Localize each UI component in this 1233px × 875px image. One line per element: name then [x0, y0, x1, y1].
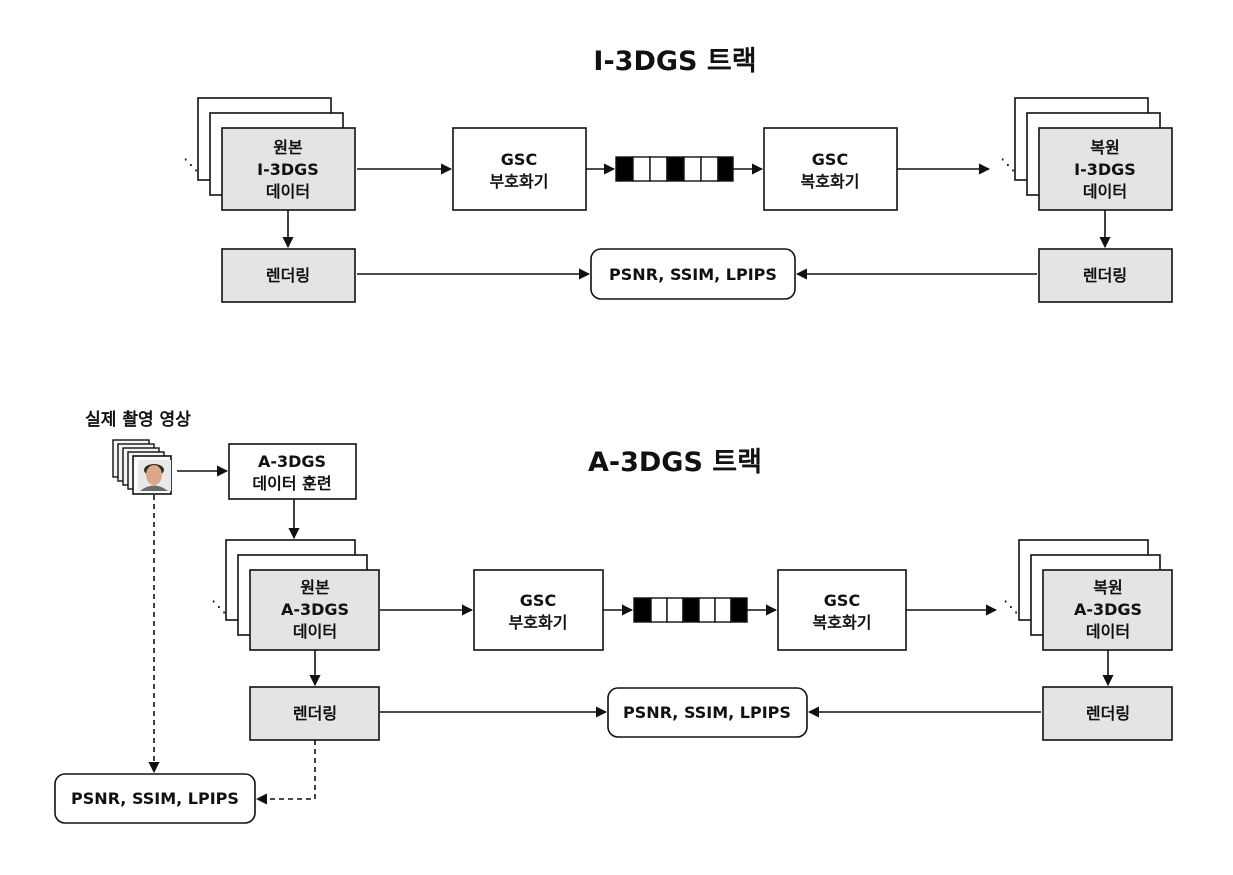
- track-i-arrows: [282, 163, 1111, 280]
- track-i-original-line1: 원본: [273, 138, 303, 157]
- track-i-render-right: 렌더링: [1038, 248, 1173, 303]
- track-i-restored-stack: ⋱ 복원 I-3DGS 데이터: [1000, 97, 1173, 211]
- track-a-metrics-label: PSNR, SSIM, LPIPS: [623, 703, 791, 722]
- track-i-render-left: 렌더링: [221, 248, 356, 303]
- track-a-render-left: 렌더링: [249, 686, 380, 741]
- track-i-render-left-label: 렌더링: [266, 266, 310, 285]
- track-i-encoder-line2: 부호화기: [490, 172, 549, 191]
- track-a-metrics-real: PSNR, SSIM, LPIPS: [54, 773, 256, 824]
- track-a-original-line3: 데이터: [293, 622, 337, 641]
- track-a-training-line1: A-3DGS: [258, 452, 326, 471]
- track-a-training-line2: 데이터 훈련: [252, 474, 331, 493]
- track-a-original-stack: ⋱ 원본 A-3DGS 데이터: [211, 539, 380, 651]
- track-a-arrows: [148, 465, 1114, 805]
- track-a-training: A-3DGS 데이터 훈련: [228, 443, 357, 500]
- track-a-restored-line2: A-3DGS: [1074, 600, 1142, 619]
- ellipsis-icon: ⋱: [211, 597, 227, 616]
- bitstream-icon: [615, 156, 734, 182]
- track-i-decoder-line2: 복호화기: [801, 172, 860, 191]
- track-i-metrics: PSNR, SSIM, LPIPS: [590, 248, 796, 300]
- track-i-restored-line3: 데이터: [1083, 182, 1127, 201]
- track-i-restored-line2: I-3DGS: [1074, 160, 1136, 179]
- track-a-original-line1: 원본: [300, 578, 330, 597]
- track-a-decoder-line2: 복호화기: [813, 613, 872, 632]
- track-a-metrics: PSNR, SSIM, LPIPS: [607, 687, 808, 738]
- track-i-decoder-line1: GSC: [812, 150, 848, 169]
- video-frames-icon: [112, 439, 172, 495]
- track-i-encoder-line1: GSC: [501, 150, 537, 169]
- track-i-restored-line1: 복원: [1090, 138, 1119, 157]
- track-a-encoder: GSC 부호화기: [473, 569, 604, 651]
- track-a-title: A-3DGS 트랙: [588, 447, 762, 478]
- real-video-caption: 실제 촬영 영상: [85, 410, 191, 430]
- ellipsis-icon: ⋱: [183, 155, 199, 174]
- track-i-encoder: GSC 부호화기: [452, 127, 587, 211]
- track-i-render-right-label: 렌더링: [1083, 266, 1127, 285]
- track-a-metrics-real-label: PSNR, SSIM, LPIPS: [71, 789, 239, 808]
- track-a-restored-line3: 데이터: [1086, 622, 1130, 641]
- track-a-original-line2: A-3DGS: [281, 600, 349, 619]
- ellipsis-icon: ⋱: [1003, 597, 1019, 616]
- track-a-render-left-label: 렌더링: [293, 704, 337, 723]
- track-i-metrics-label: PSNR, SSIM, LPIPS: [609, 265, 777, 284]
- track-i-original-stack: ⋱ 원본 I-3DGS 데이터: [183, 97, 356, 211]
- track-i-original-line3: 데이터: [266, 182, 310, 201]
- bitstream-icon: [633, 597, 748, 623]
- track-a-encoder-line2: 부호화기: [509, 613, 568, 632]
- track-a-render-right-label: 렌더링: [1086, 704, 1130, 723]
- track-i-original-line2: I-3DGS: [257, 160, 319, 179]
- track-a-restored-line1: 복원: [1093, 578, 1122, 597]
- track-i-decoder: GSC 복호화기: [763, 127, 898, 211]
- track-i-title: I-3DGS 트랙: [593, 46, 756, 77]
- track-a-encoder-line1: GSC: [520, 591, 556, 610]
- track-a-render-right: 렌더링: [1042, 686, 1173, 741]
- track-a-decoder: GSC 복호화기: [777, 569, 907, 651]
- ellipsis-icon: ⋱: [1000, 155, 1016, 174]
- track-a-restored-stack: ⋱ 복원 A-3DGS 데이터: [1003, 539, 1173, 651]
- track-a-decoder-line1: GSC: [824, 591, 860, 610]
